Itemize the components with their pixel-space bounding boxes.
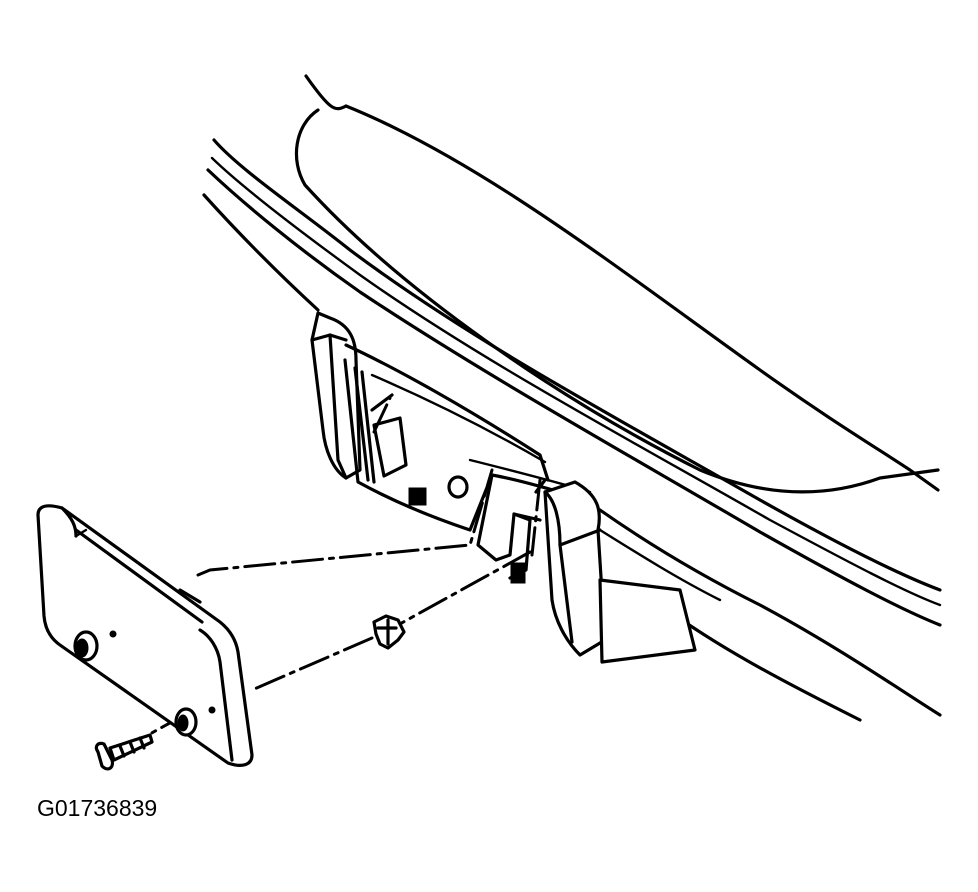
mounting-hole <box>447 475 469 499</box>
alignment-lines <box>146 396 542 737</box>
push-nut-clip <box>372 614 406 650</box>
plate-mounting-pocket <box>343 343 592 532</box>
mounting-slot-left <box>408 487 427 506</box>
bumper-fascia <box>202 74 942 722</box>
mounting-slot-right <box>510 562 526 584</box>
license-plate-bracket <box>36 504 254 767</box>
left-bumper-guard <box>310 311 362 480</box>
figure-id-label: G01736839 <box>37 795 158 821</box>
right-bumper-guard <box>543 480 697 664</box>
mounting-screw <box>94 733 154 771</box>
